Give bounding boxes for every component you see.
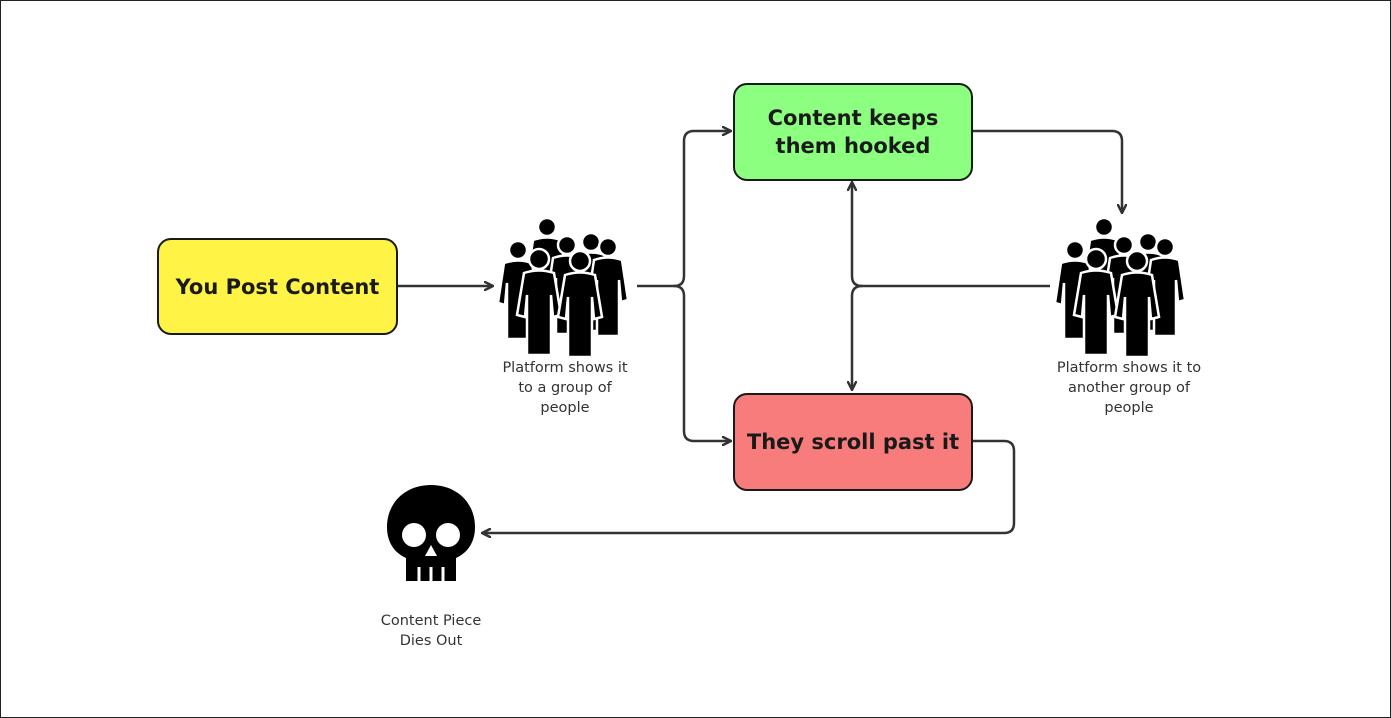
node-you-post-content-label: You Post Content xyxy=(175,274,380,299)
node-they-scroll-past-it-label: They scroll past it xyxy=(746,430,960,454)
edge-hooked-to-group2 xyxy=(973,129,1122,212)
crowd-icon xyxy=(496,216,630,358)
edge-scroll-to-dies xyxy=(483,439,1016,533)
node-they-scroll-past-it[interactable]: They scroll past it xyxy=(733,393,973,491)
caption-group2: Platform shows it to another group of pe… xyxy=(1019,358,1239,418)
node-hooked-line-1: Content keeps xyxy=(767,106,939,130)
node-content-keeps-them-hooked[interactable]: Content keeps them hooked xyxy=(733,83,973,181)
caption-group2-line-2: another group of xyxy=(1067,380,1190,396)
crowd-icon xyxy=(1053,216,1187,358)
caption-dies-out: Content Piece Dies Out xyxy=(331,611,531,651)
caption-group1-line-2: to a group of xyxy=(518,380,612,396)
caption-group2-line-3: people xyxy=(1104,400,1154,416)
caption-group1-line-3: people xyxy=(540,400,590,416)
node-hooked-line-2: them hooked xyxy=(775,134,931,158)
caption-group1-line-1: Platform shows it xyxy=(502,360,628,376)
caption-group1: Platform shows it to a group of people xyxy=(465,358,665,418)
node-you-post-content[interactable]: You Post Content xyxy=(157,238,398,335)
edge-group2-to-scroll xyxy=(852,284,863,389)
edge-group1-to-hooked xyxy=(637,131,730,288)
skull-icon xyxy=(387,485,475,582)
caption-group2-line-1: Platform shows it to xyxy=(1056,360,1202,376)
caption-dies-out-line-1: Content Piece xyxy=(380,613,482,629)
caption-dies-out-line-2: Dies Out xyxy=(399,633,463,649)
edge-group2-to-hooked xyxy=(852,183,1050,288)
edge-group1-to-scroll xyxy=(673,284,730,441)
